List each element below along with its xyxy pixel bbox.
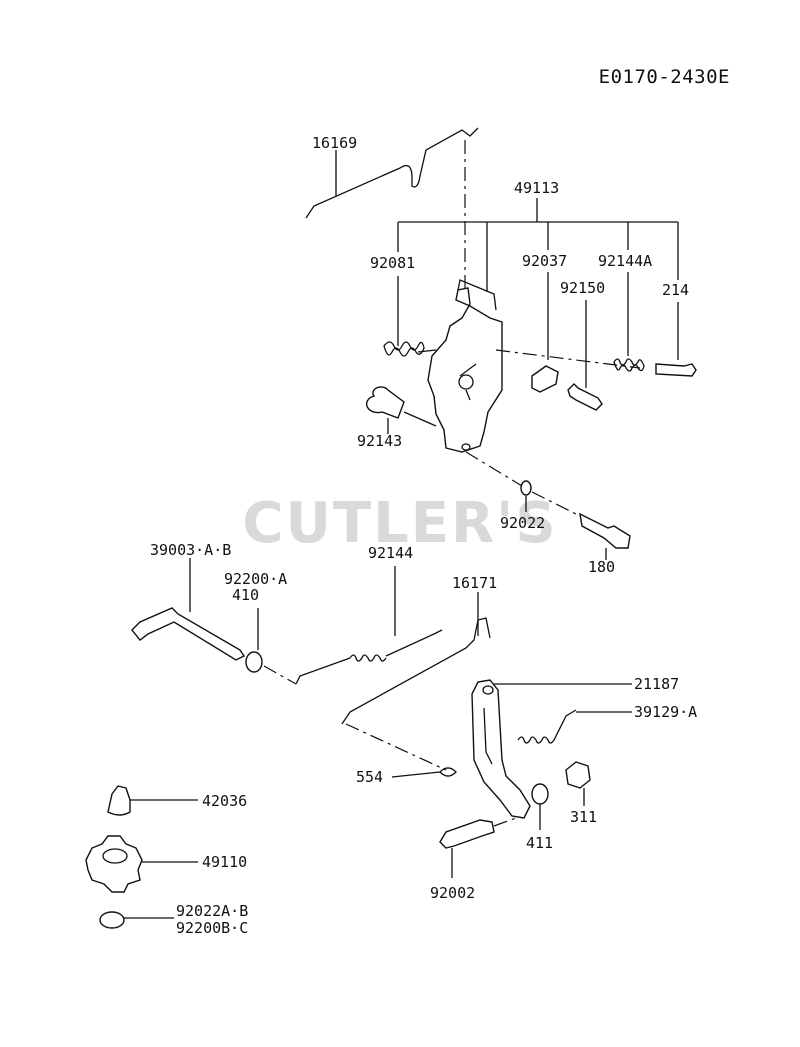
label-21187: 21187 — [634, 675, 679, 693]
label-311: 311 — [570, 808, 597, 826]
label-92002: 92002 — [430, 884, 475, 902]
part-49110-gear — [85, 835, 198, 893]
part-180-bolt — [531, 491, 631, 560]
part-21187-lever — [471, 679, 632, 819]
part-92143-collar — [365, 386, 437, 434]
part-92150-bolt — [567, 300, 603, 411]
part-16171-cable — [341, 592, 491, 771]
label-39003: 39003·A·B — [150, 541, 231, 559]
label-92081: 92081 — [370, 254, 415, 272]
label-92144: 92144 — [368, 544, 413, 562]
part-92200-washer — [245, 608, 297, 685]
label-180: 180 — [588, 558, 615, 576]
part-92081-spring — [383, 276, 437, 357]
label-92200A: 92200·A — [224, 570, 287, 588]
part-42036-knob — [107, 785, 198, 816]
diagram-code: E0170-2430E — [599, 66, 730, 88]
part-39003-lever — [131, 558, 246, 661]
part-16169-cable — [305, 127, 479, 300]
label-16171: 16171 — [452, 574, 497, 592]
part-39129-spring — [517, 709, 632, 744]
label-410: 410 — [232, 586, 259, 604]
label-92143: 92143 — [357, 432, 402, 450]
part-554-clip — [391, 767, 457, 778]
label-92022AB: 92022A·B — [176, 902, 248, 920]
label-411: 411 — [526, 834, 553, 852]
label-92200BC: 92200B·C — [176, 919, 248, 937]
watermark: CUTLER'S — [242, 491, 557, 556]
part-311-nut — [565, 761, 591, 806]
part-92144A-spring — [613, 272, 645, 372]
label-49113: 49113 — [514, 179, 559, 197]
label-92144A: 92144A — [598, 252, 652, 270]
label-49110: 49110 — [202, 853, 247, 871]
label-92037: 92037 — [522, 252, 567, 270]
part-92022-washer — [465, 451, 532, 512]
bracket-49113 — [397, 198, 679, 292]
label-554: 554 — [356, 768, 383, 786]
label-39129: 39129·A — [634, 703, 697, 721]
part-governor-plate — [427, 279, 641, 453]
part-411-washer — [531, 783, 549, 830]
label-214: 214 — [662, 281, 689, 299]
part-92022A-washer — [99, 911, 174, 929]
part-214-screw — [655, 302, 697, 377]
label-42036: 42036 — [202, 792, 247, 810]
label-92022: 92022 — [500, 514, 545, 532]
part-92002-bolt — [439, 817, 517, 878]
label-16169: 16169 — [312, 134, 357, 152]
part-92144-spring — [295, 566, 443, 685]
label-92150: 92150 — [560, 279, 605, 297]
part-92037-clip — [531, 272, 559, 393]
